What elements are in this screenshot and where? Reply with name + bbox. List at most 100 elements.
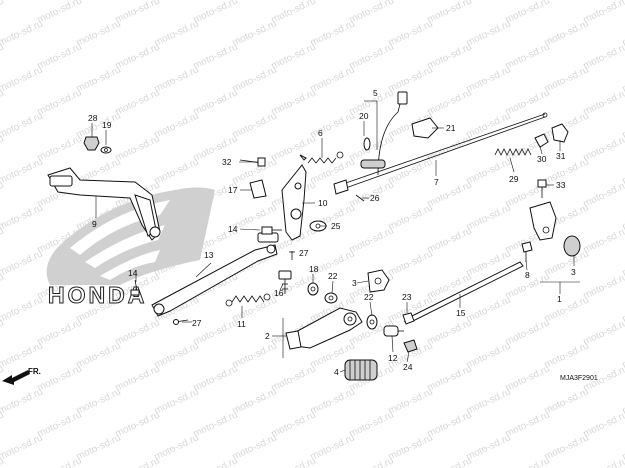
watermark-text: moto-sd.ru (36, 42, 84, 72)
watermark-text: moto-sd.ru (36, 364, 84, 394)
watermark-text: moto-sd.ru (0, 433, 45, 463)
callout-30: 30 (537, 154, 547, 164)
watermark-text: moto-sd.ru (231, 341, 279, 371)
watermark-text: moto-sd.ru (75, 19, 123, 49)
watermark-text: moto-sd.ru (582, 42, 625, 72)
watermark-text: moto-sd.ru (348, 0, 396, 26)
watermark-text: moto-sd.ru (348, 134, 396, 164)
watermark-text: moto-sd.ru (582, 0, 625, 26)
callout-19: 19 (102, 120, 112, 130)
watermark-text: moto-sd.ru (114, 42, 162, 72)
joint-part-12 (383, 325, 404, 337)
watermark-text: moto-sd.ru (426, 410, 474, 440)
joint-part-1 (529, 201, 557, 241)
callout-5: 5 (373, 88, 378, 98)
pin-part-27-upper (289, 251, 295, 260)
watermark-text: moto-sd.ru (0, 157, 45, 187)
watermark-text: moto-sd.ru (36, 134, 84, 164)
watermark-text: moto-sd.ru (387, 433, 435, 463)
watermark-text: moto-sd.ru (0, 295, 45, 325)
watermark-text: moto-sd.ru (465, 387, 513, 417)
watermark-text: moto-sd.ru (504, 0, 552, 26)
callout-22-upper: 22 (328, 271, 338, 281)
watermark-text: moto-sd.ru (153, 19, 201, 49)
callout-labels: 28 19 9 14 13 27 32 17 14 11 6 10 25 27 … (88, 88, 576, 377)
watermark-text: moto-sd.ru (270, 42, 318, 72)
watermark-text: moto-sd.ru (426, 0, 474, 26)
watermark-text: moto-sd.ru (75, 341, 123, 371)
callout-8: 8 (525, 270, 530, 280)
callout-11: 11 (237, 319, 246, 329)
watermark-text: moto-sd.ru (504, 364, 552, 394)
watermark-text: moto-sd.ru (0, 387, 45, 417)
watermark-text: moto-sd.ru (114, 364, 162, 394)
watermark-text: moto-sd.ru (426, 180, 474, 210)
watermark-text: moto-sd.ru (231, 19, 279, 49)
watermark-text: moto-sd.ru (309, 19, 357, 49)
watermark-text: moto-sd.ru (582, 134, 625, 164)
nut-part-30 (534, 133, 549, 148)
watermark-text: moto-sd.ru (270, 0, 318, 26)
watermark-text: moto-sd.ru (36, 318, 84, 348)
watermark-text: moto-sd.ru (504, 318, 552, 348)
watermark-text: moto-sd.ru (387, 157, 435, 187)
honda-logo-text: HONDA (48, 282, 147, 308)
watermark-text: moto-sd.ru (543, 341, 591, 371)
watermark-text: moto-sd.ru (504, 42, 552, 72)
watermark-text: moto-sd.ru (114, 456, 162, 468)
watermark-text: moto-sd.ru (114, 410, 162, 440)
callout-23: 23 (402, 292, 412, 302)
watermark-text: moto-sd.ru (231, 433, 279, 463)
watermark-text: moto-sd.ru (543, 433, 591, 463)
washer-part-25 (309, 220, 327, 232)
watermark-text: moto-sd.ru (192, 364, 240, 394)
watermark-text: moto-sd.ru (309, 387, 357, 417)
watermark-text: moto-sd.ru (387, 19, 435, 49)
watermark-text: moto-sd.ru (231, 65, 279, 95)
callout-28: 28 (88, 113, 98, 123)
watermark-text: moto-sd.ru (465, 19, 513, 49)
watermark-text: moto-sd.ru (114, 318, 162, 348)
callout-32: 32 (222, 157, 232, 167)
watermark-text: moto-sd.ru (465, 157, 513, 187)
watermark-text: moto-sd.ru (387, 65, 435, 95)
stop-switch-part (360, 91, 439, 176)
callout-31: 31 (556, 151, 566, 161)
watermark-text: moto-sd.ru (465, 65, 513, 95)
watermark-text: moto-sd.ru (75, 65, 123, 95)
watermark-text: moto-sd.ru (582, 410, 625, 440)
watermark-text: moto-sd.ru (387, 387, 435, 417)
callout-25: 25 (331, 221, 341, 231)
watermark-text: moto-sd.ru (75, 433, 123, 463)
watermark-text: moto-sd.ru (192, 42, 240, 72)
watermark-text: moto-sd.ru (504, 410, 552, 440)
callout-15: 15 (456, 308, 466, 318)
watermark-text: moto-sd.ru (582, 272, 625, 302)
watermark-text: moto-sd.ru (582, 318, 625, 348)
watermark-text: moto-sd.ru (0, 19, 45, 49)
callout-27-upper: 27 (299, 248, 309, 258)
watermark-text: moto-sd.ru (36, 456, 84, 468)
watermark-text: moto-sd.ru (582, 226, 625, 256)
watermark-text: moto-sd.ru (75, 387, 123, 417)
callout-27-lower: 27 (192, 318, 202, 328)
watermark-text: moto-sd.ru (192, 410, 240, 440)
bolt-part-33 (537, 179, 547, 198)
watermark-text: moto-sd.ru (543, 65, 591, 95)
watermark-text: moto-sd.ru (543, 295, 591, 325)
watermark-text: moto-sd.ru (348, 226, 396, 256)
watermark-text: moto-sd.ru (543, 387, 591, 417)
watermark-text: moto-sd.ru (153, 65, 201, 95)
diagram-reference: MJA3F2901 (560, 375, 598, 382)
front-label: FR. (28, 367, 41, 376)
watermark-text: moto-sd.ru (192, 88, 240, 118)
peg-rubber-part-4 (344, 359, 378, 381)
watermark-text: moto-sd.ru (36, 410, 84, 440)
small-bolt-lower-left (130, 279, 189, 325)
spring-part-11 (225, 293, 271, 307)
watermark-text: moto-sd.ru (153, 341, 201, 371)
washer-part-8 (521, 241, 533, 262)
watermark-text: moto-sd.ru (309, 111, 357, 141)
watermark-text: moto-sd.ru (309, 433, 357, 463)
callout-22-lower: 22 (364, 292, 374, 302)
